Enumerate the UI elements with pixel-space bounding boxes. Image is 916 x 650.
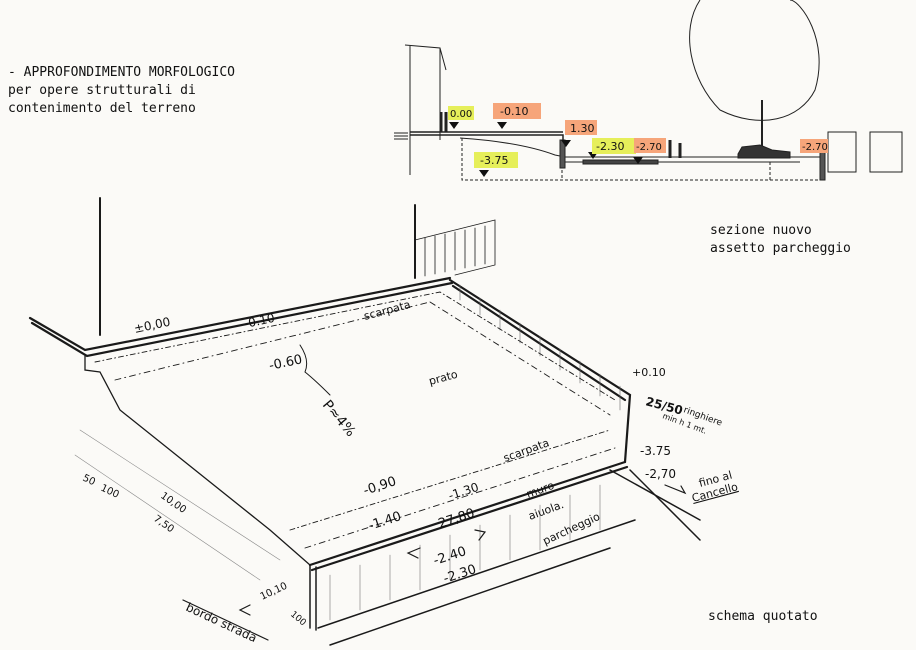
highlight — [592, 138, 636, 154]
guide — [120, 410, 610, 416]
label-level-000: ±0,00 — [133, 315, 172, 336]
highlight — [474, 152, 518, 168]
scarpata-bottom-line — [289, 429, 611, 531]
railing — [414, 219, 496, 277]
section-level-labels: 0.00 -0.10 1.30 -3.75 -2.30 -2.70 -2.70 — [448, 103, 828, 168]
front-wall-hatch — [329, 484, 601, 621]
car-icon — [737, 144, 791, 159]
highlight — [800, 139, 828, 153]
level-label: 0.00 — [450, 109, 472, 120]
highlight — [448, 106, 474, 120]
level-label: -2.70 — [802, 142, 828, 153]
highlight — [493, 103, 541, 119]
building-edges — [99, 197, 416, 336]
truck-icon-2 — [869, 131, 903, 173]
label-dim-100: 100 — [99, 483, 121, 501]
wall-section-right — [819, 149, 826, 181]
parking-edge — [329, 469, 701, 646]
aiuola-edge — [317, 469, 701, 629]
truck-icon — [827, 131, 857, 173]
heading: - APPROFONDIMENTO MORFOLOGICO per opere … — [8, 64, 235, 118]
label-muro: muro — [525, 479, 557, 501]
heading-line-2: per opere strutturali di — [8, 83, 196, 98]
label-level-130: -1.30 — [447, 480, 481, 503]
label-dim-1000: 10,00 — [158, 490, 188, 515]
label-dim-100b: 100 — [288, 610, 308, 629]
arrows — [182, 529, 487, 641]
label-dim-50: 50 — [81, 473, 97, 488]
ground-hatch — [394, 132, 408, 140]
label-level-060: -0.60 — [268, 352, 304, 374]
section-caption-line-1: sezione nuovo — [710, 223, 812, 238]
label-level-top-wall: +0.10 — [632, 366, 666, 379]
upper-terrace — [410, 131, 564, 140]
level-label: -0.10 — [500, 105, 528, 118]
label-aiuola: aiuola. — [527, 498, 566, 523]
ground-profile — [459, 137, 820, 158]
pavement — [582, 159, 659, 165]
level-label: 1.30 — [570, 122, 595, 135]
sketch-caption: schema quotato — [708, 609, 818, 624]
perspective-sketch — [28, 197, 701, 646]
wall-hatch — [459, 284, 621, 411]
sketch-labels: ±0,00 -0.10 -0.60 scarpata prato P≈4% sc… — [81, 298, 740, 645]
label-level-140: -1.40 — [367, 509, 404, 534]
building-outline — [404, 44, 447, 175]
road-curb — [28, 276, 454, 358]
level-markers — [449, 122, 826, 177]
highlight — [634, 138, 666, 153]
label-slope: P≈4% — [319, 397, 359, 440]
level-label: -2.70 — [636, 142, 662, 153]
label-road-edge: bordo strada — [184, 600, 259, 645]
front-wall-top — [308, 460, 629, 572]
slope-arrow — [299, 344, 331, 396]
label-dim-10: 10,10 — [259, 581, 290, 603]
left-slope-edge — [84, 355, 311, 566]
wall-base-line — [304, 447, 616, 549]
label-prato: prato — [427, 368, 459, 388]
label-level-270: -2,70 — [645, 467, 676, 481]
label-scarpata-bottom: scarpata — [502, 436, 551, 465]
heading-line-3: contenimento del terreno — [8, 101, 196, 116]
people-icons — [439, 112, 682, 158]
level-label: -3.75 — [480, 154, 508, 167]
section-caption: sezione nuovo assetto parcheggio — [710, 222, 851, 258]
label-scarpata-top: scarpata — [362, 298, 412, 323]
prato-top-line — [114, 301, 611, 416]
front-wall-end — [309, 564, 317, 631]
label-level-375: -3.75 — [640, 444, 671, 458]
gate-arrow — [664, 484, 687, 495]
label-level-010: -0.10 — [243, 311, 276, 331]
label-length: 27,80 — [437, 506, 477, 532]
section-caption-line-2: assetto parcheggio — [710, 241, 851, 256]
highlight — [565, 120, 597, 135]
cross-section — [394, 0, 903, 181]
label-level-090: -0,90 — [362, 474, 399, 499]
tree-crown — [689, 0, 820, 121]
level-label: -2.30 — [596, 140, 624, 153]
right-wall — [448, 278, 632, 464]
label-dim-750: 7,50 — [151, 513, 176, 535]
label-level-230: -2.30 — [442, 562, 479, 587]
dimension-lines — [74, 429, 281, 581]
scarpata-top-line — [94, 291, 616, 401]
heading-line-1: - APPROFONDIMENTO MORFOLOGICO — [8, 65, 235, 80]
